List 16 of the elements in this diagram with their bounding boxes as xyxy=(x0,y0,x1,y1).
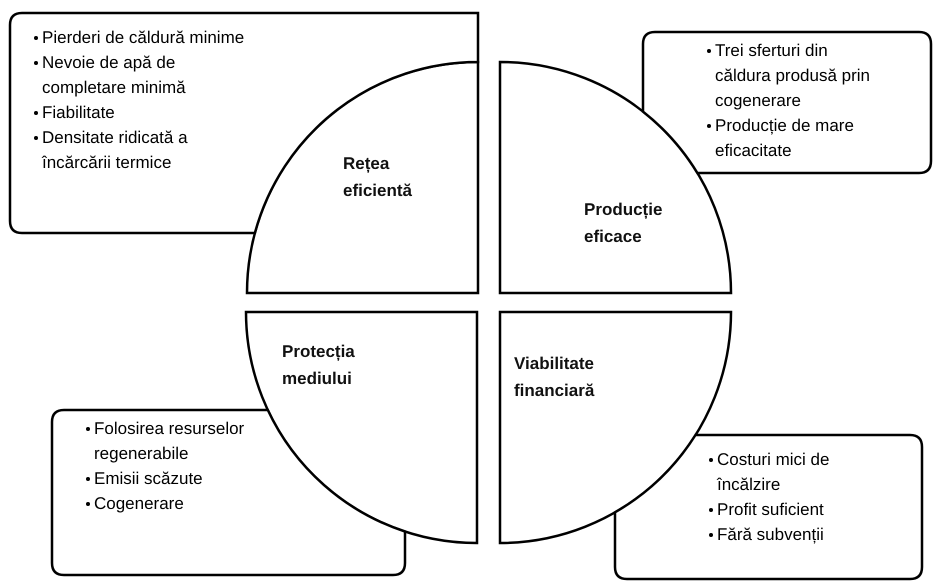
bullet-text: Profit suficient xyxy=(717,499,824,521)
quadrant-title: Viabilitate financiară xyxy=(514,353,596,402)
bullet-text: Fără subvenții xyxy=(717,524,824,546)
bullet-text: Nevoie de apă de completare minimă xyxy=(42,52,187,99)
bullet-text: Folosirea resurselor regenerabile xyxy=(94,418,246,465)
bullet-text: Costuri mici de încălzire xyxy=(717,449,830,496)
quadrant-title: Producție eficace xyxy=(584,199,664,248)
bullet-text: Densitate ridicată a încărcării termice xyxy=(42,127,189,174)
bullet-text: Cogenerare xyxy=(94,493,184,515)
quadrant-title: Rețea eficientă xyxy=(343,153,413,202)
bullet-text: Producție de mare eficacitate xyxy=(715,115,855,162)
bullet-text: Fiabilitate xyxy=(42,102,115,124)
bullet-text: Trei sferturi din căldura produsă prin cogenerare xyxy=(715,40,871,112)
quadrant-title: Protecția mediului xyxy=(282,341,356,390)
bullet-text: Emisii scăzute xyxy=(94,468,203,490)
bullet-text: Pierderi de căldură minime xyxy=(42,27,244,49)
